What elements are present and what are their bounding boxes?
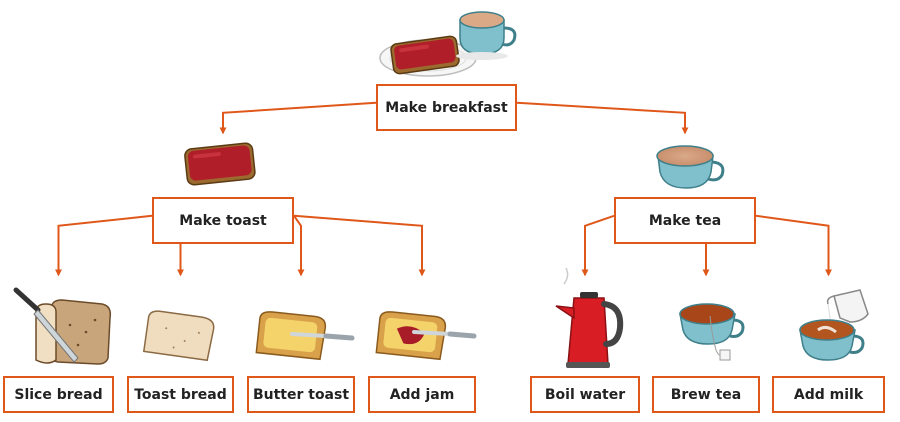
node-slice-bread: Slice bread: [3, 376, 114, 413]
milk-jug-cup-icon: [799, 289, 869, 361]
butter-knife-toast-icon: [255, 311, 355, 361]
toast-and-tea-icon: [379, 11, 517, 77]
tea-cup-icon: [656, 145, 725, 189]
node-make-tea: Make tea: [614, 197, 756, 244]
node-add-milk: Add milk: [772, 376, 885, 413]
node-add-jam: Add jam: [368, 376, 476, 413]
jam-knife-toast-icon: [375, 311, 477, 361]
edge-toast-to-slice: [55, 214, 153, 277]
node-boil-water: Boil water: [530, 376, 640, 413]
node-make-breakfast: Make breakfast: [376, 84, 517, 131]
kettle-icon: [555, 267, 624, 368]
bread-loaf-knife-icon: [13, 287, 112, 365]
edge-root-to-toast: [219, 101, 377, 135]
edge-toast-to-jam: [293, 214, 426, 277]
jam-toast-icon: [184, 142, 256, 186]
edge-toast-to-butter: [293, 215, 305, 277]
node-butter-toast: Butter toast: [247, 376, 355, 413]
node-toast-bread: Toast bread: [127, 376, 234, 413]
tea-bag-cup-icon: [679, 303, 745, 361]
node-make-toast: Make toast: [152, 197, 294, 244]
edge-tea-to-boil: [581, 214, 615, 277]
connector-edges: [55, 101, 832, 277]
edge-tea-to-milk: [755, 214, 832, 277]
edge-root-to-tea: [516, 101, 689, 135]
node-brew-tea: Brew tea: [652, 376, 760, 413]
toast-slice-icon: [142, 310, 215, 362]
